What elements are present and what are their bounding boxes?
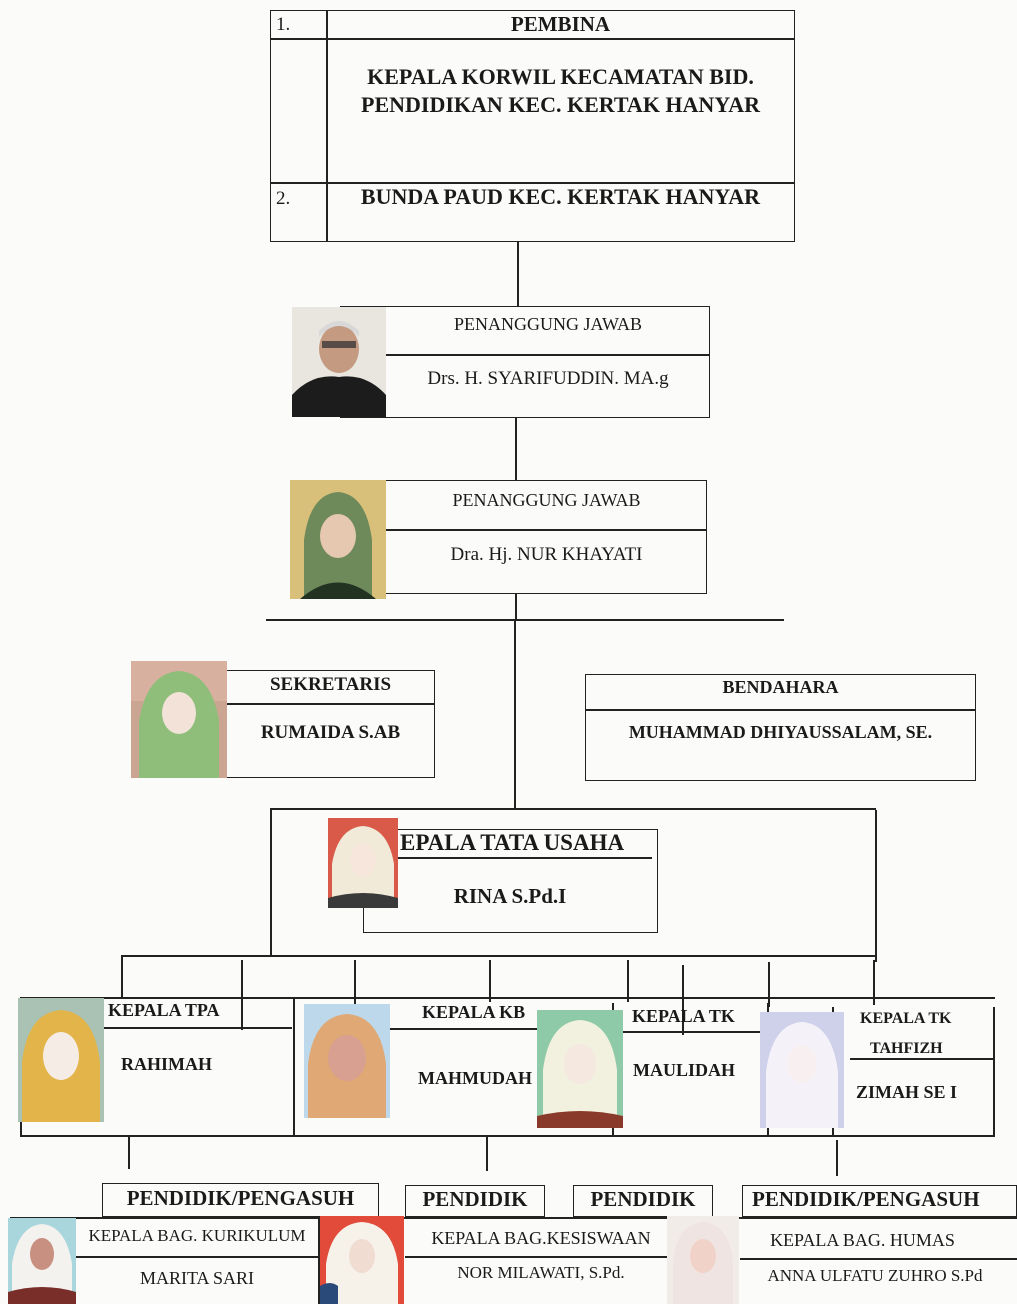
horizontal-divider	[266, 619, 784, 621]
bendahara-rule	[585, 709, 976, 711]
tatausaha-rule	[398, 857, 652, 859]
units-bus-drop-6	[682, 965, 684, 1035]
staff-connector-1	[128, 1135, 130, 1169]
bendahara-name: MUHAMMAD DHIYAUSSALAM, SE.	[628, 722, 933, 742]
units-row-bottom	[20, 1135, 995, 1137]
connector-pembina-pj1	[517, 242, 519, 306]
staff-2-role: KEPALA BAG.KESISWAAN	[431, 1228, 651, 1248]
pj1-role: PENANGGUNG JAWAB	[453, 314, 643, 334]
unit-tahfizh-name: ZIMAH SE I	[856, 1082, 958, 1102]
pembina-bunda-paud: BUNDA PAUD KEC. KERTAK HANYAR	[360, 184, 761, 209]
pembina-table	[270, 10, 795, 242]
unit-kb-rule	[390, 1028, 537, 1030]
units-row-right	[993, 1007, 995, 1137]
staff-2-photo	[320, 1216, 404, 1304]
unit-tpa-name: RAHIMAH	[121, 1054, 212, 1074]
staff-connector-2	[486, 1135, 488, 1171]
units-bus-drop-4	[489, 960, 491, 1002]
sekretaris-box	[226, 670, 435, 778]
unit-tpa-photo	[18, 998, 104, 1122]
tatausaha-box	[363, 829, 658, 933]
pj1-box	[340, 306, 710, 418]
tu-frame-top	[270, 808, 876, 810]
units-bus-drop-5	[627, 960, 629, 1002]
unit-kb-photo	[304, 1004, 390, 1118]
staff-header-1	[102, 1183, 379, 1217]
tatausaha-photo	[328, 818, 398, 908]
pembina-table-rule-1	[270, 38, 795, 40]
sekretaris-rule	[226, 703, 435, 705]
connector-divider-tatausaha	[514, 620, 516, 808]
staff-row-top	[10, 1217, 1017, 1219]
unit-tahfizh-role-line2: TAHFIZH	[870, 1040, 943, 1057]
units-bus	[121, 955, 876, 957]
tu-frame-right	[875, 810, 877, 962]
unit-tk-name: MAULIDAH	[633, 1060, 735, 1080]
pembina-korwil-line2: PENDIDIKAN KEC. KERTAK HANYAR	[361, 92, 760, 117]
staff-header-4	[742, 1185, 1017, 1217]
staff-1-name: MARITA SARI	[139, 1268, 255, 1288]
pembina-row1-number: 1.	[276, 14, 291, 35]
pj1-rule	[386, 354, 710, 356]
staff-1-photo	[8, 1218, 76, 1304]
unit-tahfizh-photo	[760, 1012, 844, 1128]
unit-kb-name: MAHMUDAH	[418, 1068, 532, 1088]
units-divider-1	[293, 997, 295, 1137]
unit-tpa-rule	[104, 1027, 292, 1029]
sekretaris-photo	[131, 661, 227, 778]
units-bus-drop-3	[354, 960, 356, 1005]
unit-tahfizh-rule	[850, 1058, 993, 1060]
staff-2-name: NOR MILAWATI, S.Pd.	[457, 1263, 625, 1282]
unit-tk-rule	[620, 1031, 767, 1033]
tatausaha-role: EPALA TATA USAHA	[400, 830, 625, 855]
bendahara-role: BENDAHARA	[722, 677, 839, 697]
units-bus-drop-2	[241, 960, 243, 1030]
unit-tpa-role: KEPALA TPA	[108, 1000, 220, 1020]
units-bus-drop-7	[768, 962, 770, 1007]
staff-3-name: ANNA ULFATU ZUHRO S.Pd	[767, 1266, 983, 1285]
pembina-header: PEMBINA	[510, 12, 611, 36]
staff-connector-3	[836, 1140, 838, 1176]
unit-kb-role: KEPALA KB	[422, 1002, 526, 1022]
unit-tahfizh-role-line1: KEPALA TK	[860, 1010, 952, 1027]
staff-3-photo	[667, 1216, 739, 1304]
bendahara-box	[585, 674, 976, 781]
pj2-name: Dra. Hj. NUR KHAYATI	[450, 544, 643, 565]
pembina-table-rule-2	[270, 182, 795, 184]
units-bus-drop-8	[873, 960, 875, 1005]
staff-header-2-label: PENDIDIK	[422, 1187, 528, 1211]
unit-tk-role: KEPALA TK	[632, 1006, 735, 1026]
connector-pj1-pj2	[515, 418, 517, 480]
sekretaris-role: SEKRETARIS	[269, 674, 392, 695]
pembina-row2-number: 2.	[276, 188, 291, 209]
sekretaris-name: RUMAIDA S.AB	[260, 722, 401, 743]
tu-frame-left	[270, 808, 272, 956]
staff-divider-1	[318, 1217, 320, 1304]
staff-1-rule	[76, 1256, 318, 1258]
connector-pj2-down	[515, 594, 517, 620]
pj2-photo	[290, 480, 386, 599]
pj2-box	[340, 480, 707, 594]
staff-3-role: KEPALA BAG. HUMAS	[770, 1230, 955, 1250]
pembina-table-divider	[326, 10, 328, 242]
staff-3-rule	[740, 1258, 1017, 1260]
units-bus-drop-1	[121, 955, 123, 998]
staff-header-3	[573, 1185, 713, 1217]
staff-header-4-label: PENDIDIK/PENGASUH	[752, 1187, 980, 1211]
unit-tk-photo	[537, 1010, 623, 1128]
staff-2-rule	[405, 1256, 667, 1258]
tatausaha-name: RINA S.Pd.I	[453, 884, 567, 908]
staff-1-role: KEPALA BAG. KURIKULUM	[88, 1226, 306, 1245]
staff-header-2	[405, 1185, 545, 1217]
pj2-rule	[386, 529, 707, 531]
pj1-name: Drs. H. SYARIFUDDIN. MA.g	[427, 368, 669, 389]
staff-header-1-label: PENDIDIK/PENGASUH	[126, 1186, 355, 1210]
pembina-korwil-line1: KEPALA KORWIL KECAMATAN BID.	[367, 64, 754, 89]
pj2-role: PENANGGUNG JAWAB	[452, 490, 641, 510]
units-row-top	[20, 997, 995, 999]
staff-header-3-label: PENDIDIK	[590, 1187, 696, 1211]
pj1-photo	[292, 307, 386, 417]
